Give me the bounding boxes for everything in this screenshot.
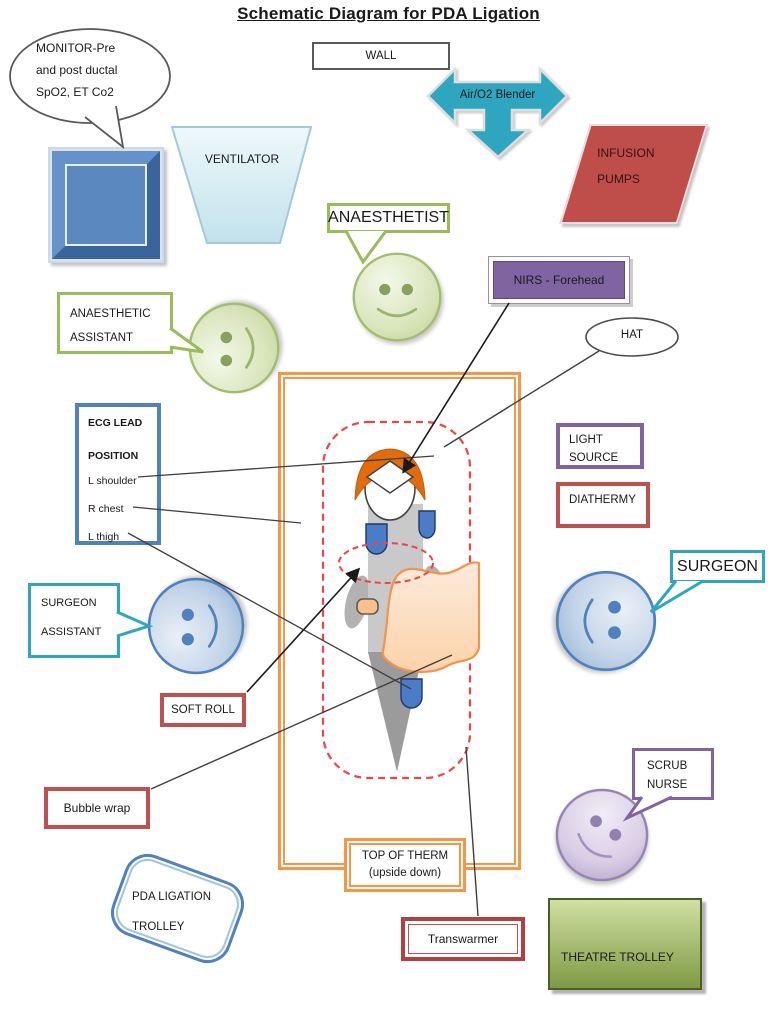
air-o2-blender-icon — [426, 65, 569, 159]
monitor-speech-bubble-tail — [84, 105, 125, 150]
top-of-therm-line1: TOP OF THERM — [361, 850, 449, 862]
ecg-item-r-chest: R chest — [88, 503, 124, 516]
monitor-bubble-line2: and post ductal — [36, 63, 118, 77]
surgeon-callout: SURGEON — [670, 550, 765, 583]
scrub-nurse-line2: NURSE — [647, 779, 688, 791]
infusion-pumps-label-line2: PUMPS — [597, 172, 640, 186]
ecg-item-l-thigh: L thigh — [88, 530, 120, 543]
theatre-trolley-label: THEATRE TROLLEY — [561, 950, 674, 964]
light-source-line2: SOURCE — [569, 452, 619, 464]
light-source-box: LIGHT SOURCE — [556, 423, 644, 469]
operating-area-inner-outline — [283, 377, 516, 865]
anaesthetist-callout: ANAESTHETIST — [327, 203, 450, 233]
monitor-bubble-text: MONITOR-Pre and post ductal SpO2, ET Co2 — [36, 37, 162, 103]
hat-label: HAT — [620, 329, 644, 341]
pda-trolley-line2: TROLLEY — [132, 921, 185, 933]
ventilator-icon — [170, 126, 313, 244]
anaesthetist-face-icon — [350, 250, 444, 344]
surgeon-face-icon — [553, 568, 659, 674]
ecg-item-l-shoulder: L shoulder — [88, 475, 137, 488]
nirs-label: NIRS - Forehead — [488, 256, 630, 304]
nirs-label-text: NIRS - Forehead — [493, 261, 625, 299]
surgeon-assistant-line2: ASSISTANT — [41, 626, 102, 638]
page-title: Schematic Diagram for PDA Ligation — [237, 4, 540, 23]
anaesthetic-assistant-callout: ANAESTHETIC ASSISTANT — [57, 292, 173, 354]
wall-label: WALL — [312, 42, 450, 70]
soft-roll-box: SOFT ROLL — [160, 693, 246, 727]
transwarmer-box: Transwarmer — [401, 917, 525, 961]
anaesthetic-assistant-face-icon — [186, 300, 282, 396]
ecg-heading-line2: POSITION — [88, 449, 139, 462]
monitor-icon — [48, 147, 164, 263]
transwarmer-label: Transwarmer — [408, 924, 518, 954]
monitor-bubble-line3: SpO2, ET Co2 — [36, 85, 114, 99]
diathermy-box: DIATHERMY — [556, 482, 650, 528]
light-source-line1: LIGHT — [569, 434, 603, 446]
surgeon-assistant-line1: SURGEON — [41, 597, 97, 609]
ecg-heading-line1: ECG LEAD — [88, 417, 143, 429]
operating-area-outline — [278, 372, 521, 870]
monitor-screen — [65, 164, 147, 246]
pda-trolley-line1: PDA LIGATION — [132, 891, 212, 903]
infusion-pumps-label-line1: INFUSION — [597, 146, 655, 160]
anaesthetic-assistant-label-line2: ASSISTANT — [70, 332, 134, 344]
top-of-therm-box: TOP OF THERM (upside down) — [344, 838, 466, 892]
monitor-bubble-line1: MONITOR-Pre — [36, 41, 116, 55]
anaesthetic-assistant-label-line1: ANAESTHETIC — [70, 308, 151, 320]
bubble-wrap-box: Bubble wrap — [44, 787, 150, 829]
ventilator-label: VENTILATOR — [204, 152, 280, 166]
top-of-therm-line2: (upside down) — [368, 867, 442, 879]
pda-ligation-trolley: PDA LIGATION TROLLEY — [104, 847, 251, 970]
scrub-nurse-callout: SCRUB NURSE — [632, 748, 714, 800]
surgeon-assistant-face-icon — [145, 575, 247, 677]
scrub-nurse-line1: SCRUB — [647, 760, 688, 772]
ecg-lead-position-box: ECG LEAD POSITION L shoulder R chest L t… — [75, 403, 161, 545]
infusion-pumps-shape: INFUSION PUMPS — [559, 124, 708, 224]
theatre-trolley: THEATRE TROLLEY — [548, 898, 702, 990]
surgeon-assistant-callout: SURGEON ASSISTANT — [28, 583, 120, 658]
air-o2-blender-label: Air/O2 Blender — [459, 89, 536, 101]
